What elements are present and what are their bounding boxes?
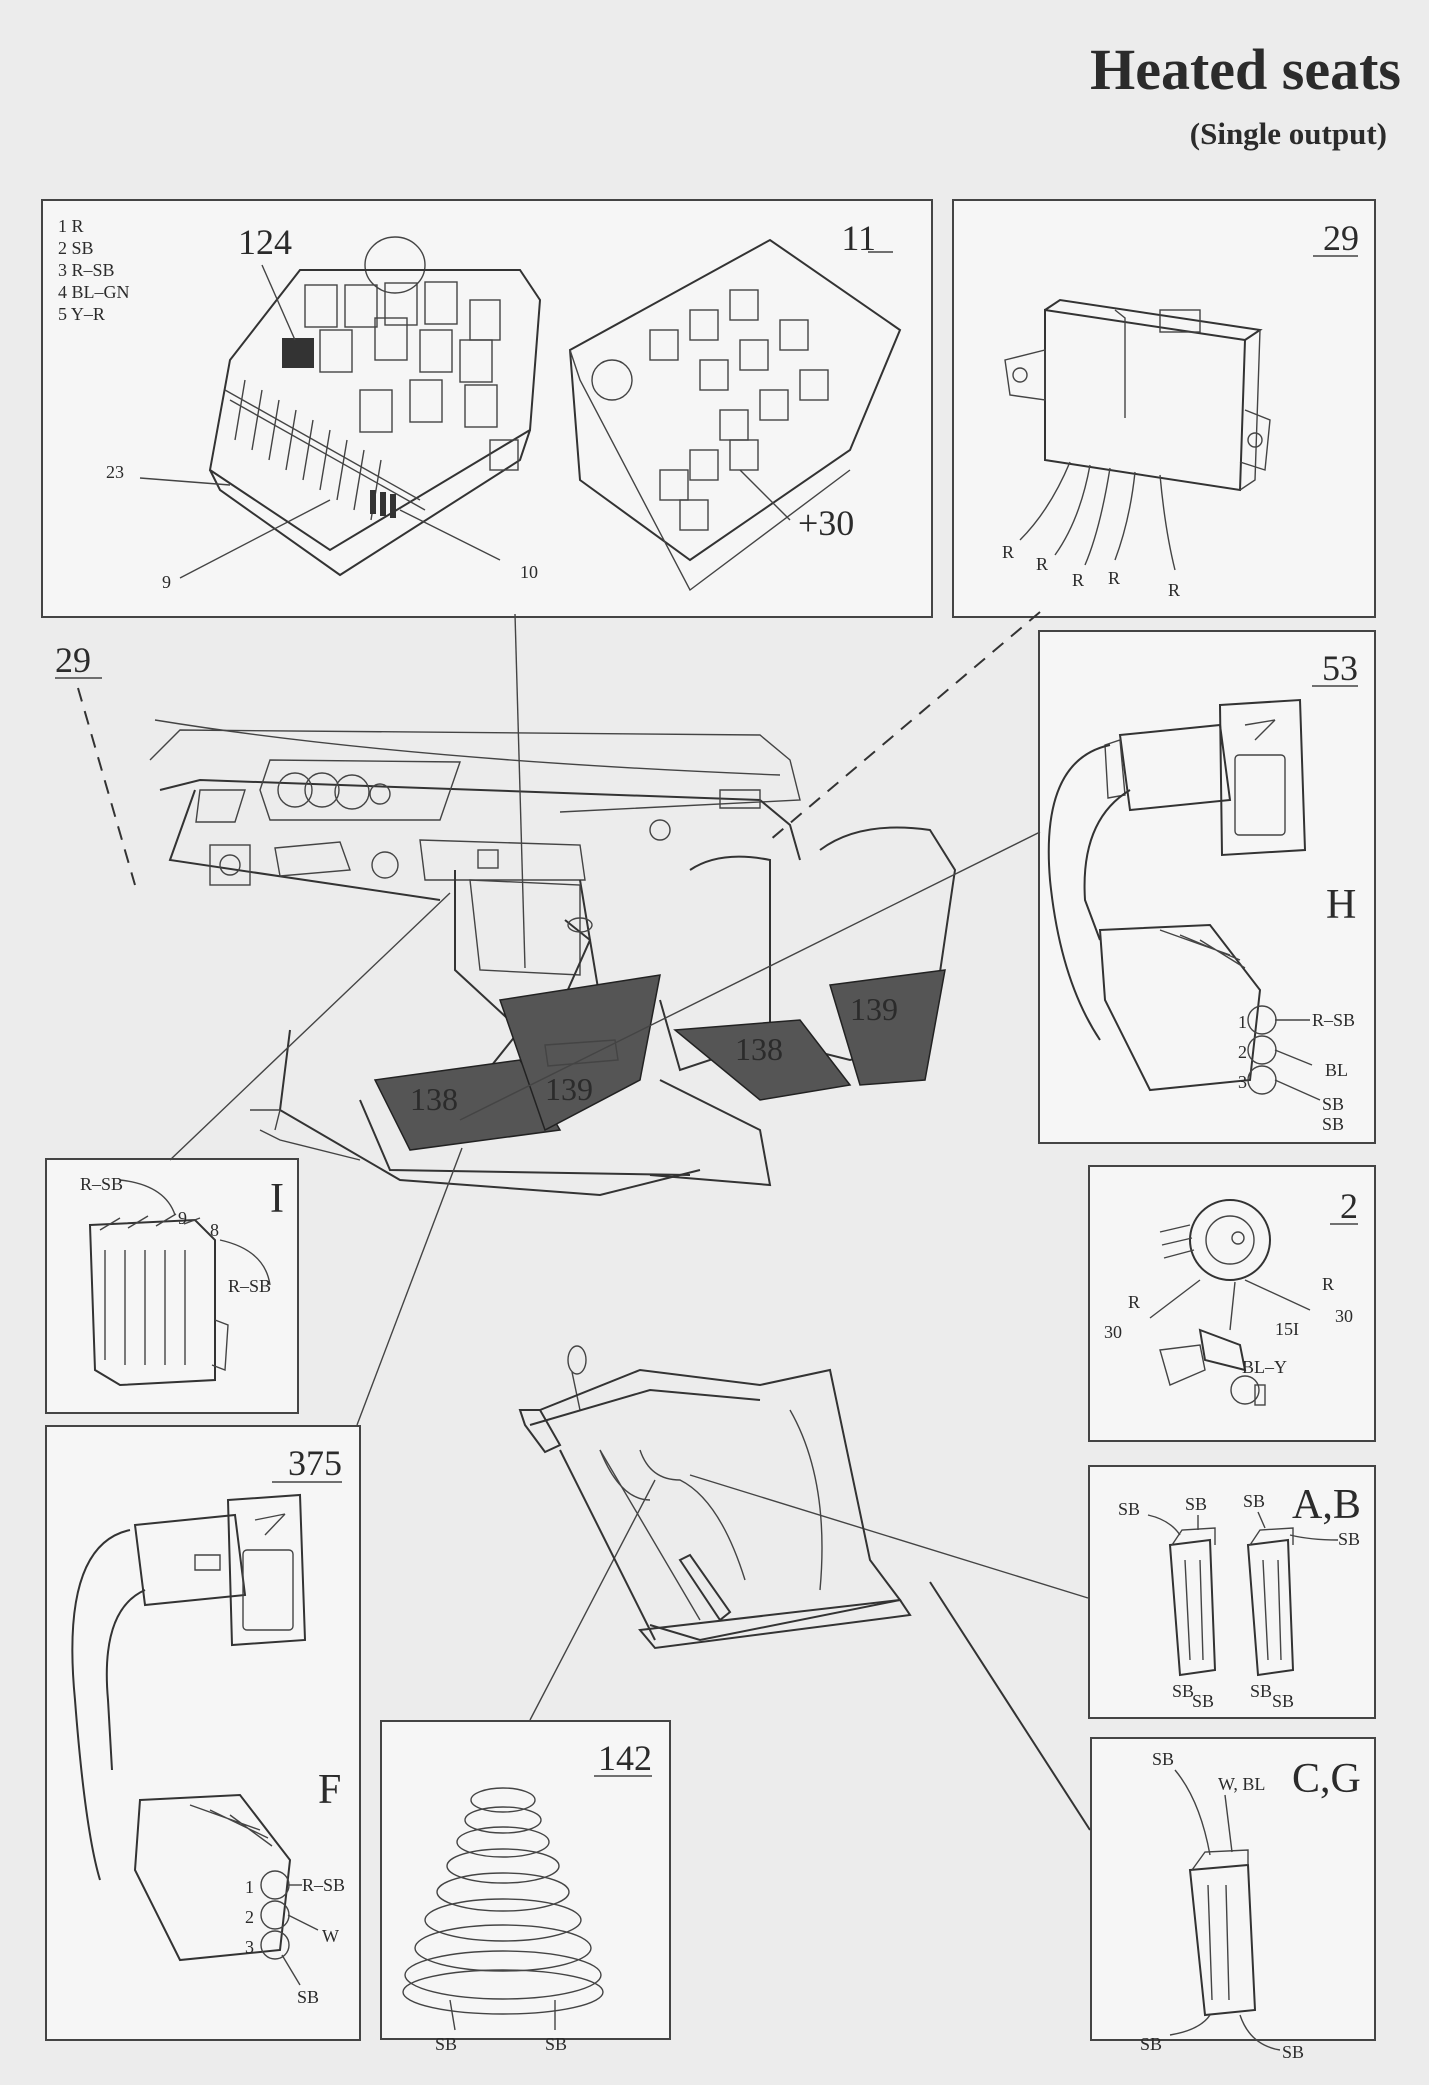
connectors-cg-letter: C,G — [1292, 1756, 1361, 1802]
callout-23: 23 — [106, 462, 124, 482]
panel-2-number: 2 — [1340, 1186, 1358, 1226]
mat-label-138-right: 138 — [735, 1031, 783, 1067]
legend-item-3: 3 R–SB — [58, 260, 115, 280]
wire-bl-h: BL — [1325, 1060, 1348, 1080]
wire-r-sb-h: R–SB — [1312, 1010, 1355, 1030]
pin-2-f: 2 — [245, 1907, 254, 1927]
wire-sb-b-2: SB — [1338, 1529, 1360, 1549]
callout-plus-30: +30 — [798, 503, 854, 543]
legend-item-1: 1 R — [58, 216, 84, 236]
panel-connectors-ab — [1088, 1465, 1376, 1719]
pin-1-f: 1 — [245, 1877, 254, 1897]
mat-label-139-right: 139 — [850, 991, 898, 1027]
wire-sb-b-4: SB — [1272, 1691, 1294, 1711]
wire-r-1: R — [1002, 542, 1014, 562]
panel-11-number: 11 — [841, 218, 876, 258]
callout-10: 10 — [520, 562, 538, 582]
wire-r-2a: R — [1128, 1292, 1140, 1312]
panel-29-number: 29 — [1323, 218, 1359, 258]
wire-r-3: R — [1072, 570, 1084, 590]
wire-30-2a: 30 — [1104, 1322, 1122, 1342]
wire-sb-c-2: SB — [1140, 2034, 1162, 2054]
leader-lines — [169, 613, 1091, 1831]
panel-spring-142 — [380, 1720, 671, 2040]
control-module-drawing — [1004, 298, 1271, 571]
wire-30-2b: 30 — [1335, 1306, 1353, 1326]
connectors-ab-drawing — [1147, 1511, 1339, 1677]
wire-r-2b: R — [1322, 1274, 1334, 1294]
wire-r-sb-f: R–SB — [302, 1875, 345, 1895]
pin-9-i: 9 — [178, 1208, 187, 1228]
panel-control-module — [952, 199, 1376, 618]
heating-mat-139-left — [498, 974, 661, 1132]
wire-r-sb-i-1: R–SB — [80, 1174, 123, 1194]
wire-sb-142-2: SB — [545, 2034, 567, 2054]
wire-sb-a-1: SB — [1118, 1499, 1140, 1519]
panel-connector-i — [45, 1158, 299, 1414]
wire-sb-b-3: SB — [1250, 1681, 1272, 1701]
wire-r-2: R — [1036, 554, 1048, 574]
pin-3-f: 3 — [245, 1937, 254, 1957]
wire-sb-a-3: SB — [1172, 1681, 1194, 1701]
switch-375-drawing — [71, 1493, 319, 1986]
ref-29-label: 29 — [55, 640, 91, 680]
car-interior-drawing — [149, 719, 957, 1197]
wire-sb-c-1: SB — [1152, 1749, 1174, 1769]
wire-bl-y: BL–Y — [1242, 1357, 1287, 1377]
connectors-cg-drawing — [1169, 1769, 1281, 2051]
legend-item-5: 5 Y–R — [58, 304, 105, 324]
connector-i-drawing — [88, 1179, 271, 1387]
wire-r-5: R — [1168, 580, 1180, 600]
wire-w-bl-c: W, BL — [1218, 1774, 1265, 1794]
wire-sb-a-4: SB — [1192, 1691, 1214, 1711]
wire-sb-a-2: SB — [1185, 1494, 1207, 1514]
heating-mat-138-left — [373, 1059, 562, 1151]
pin-8-i: 8 — [210, 1220, 219, 1240]
panel-switch-375 — [45, 1425, 361, 2041]
mat-label-138-left: 138 — [410, 1081, 458, 1117]
page-subtitle: (Single output) — [1189, 116, 1387, 151]
connector-h-letter: H — [1326, 882, 1356, 928]
page-title: Heated seats — [1090, 37, 1401, 102]
heating-mat-138-right — [673, 1019, 852, 1101]
heating-mat-139-right — [829, 969, 946, 1086]
panel-375-number: 375 — [288, 1443, 342, 1483]
connector-i-letter: I — [270, 1176, 284, 1222]
panel-142-number: 142 — [598, 1738, 652, 1778]
wire-sb-h-1: SB — [1322, 1094, 1344, 1114]
seat-frame-drawing — [518, 1345, 912, 1650]
panel-connectors-cg — [1090, 1737, 1376, 2041]
switch-53-drawing — [1047, 698, 1321, 1101]
connector-f-letter: F — [318, 1767, 341, 1813]
panel-switch-53 — [1038, 630, 1376, 1144]
spring-drawing — [402, 1787, 604, 2031]
pin-2-h: 2 — [1238, 1042, 1247, 1062]
wire-sb-142-1: SB — [435, 2034, 457, 2054]
wire-sb-b-1: SB — [1243, 1491, 1265, 1511]
wire-w-f: W — [322, 1926, 339, 1946]
wire-sb-f: SB — [297, 1987, 319, 2007]
fuse-relay-box-drawing — [139, 236, 902, 592]
callout-9: 9 — [162, 572, 171, 592]
legend-item-4: 4 BL–GN — [58, 282, 130, 302]
wire-r-sb-i-2: R–SB — [228, 1276, 271, 1296]
mat-label-139-left: 139 — [545, 1071, 593, 1107]
panel-53-number: 53 — [1322, 648, 1358, 688]
callout-124: 124 — [238, 222, 292, 262]
wire-sb-h-2: SB — [1322, 1114, 1344, 1134]
pin-1-h: 1 — [1238, 1012, 1247, 1032]
ignition-switch-drawing — [1149, 1199, 1311, 1406]
wire-r-4: R — [1108, 568, 1120, 588]
wire-sb-c-3: SB — [1282, 2042, 1304, 2062]
panel-fuse-relay-box — [41, 199, 933, 618]
legend-item-2: 2 SB — [58, 238, 94, 258]
pin-3-h: 3 — [1238, 1072, 1247, 1092]
connectors-ab-letter: A,B — [1292, 1482, 1361, 1528]
wire-15i: 15I — [1275, 1319, 1299, 1339]
